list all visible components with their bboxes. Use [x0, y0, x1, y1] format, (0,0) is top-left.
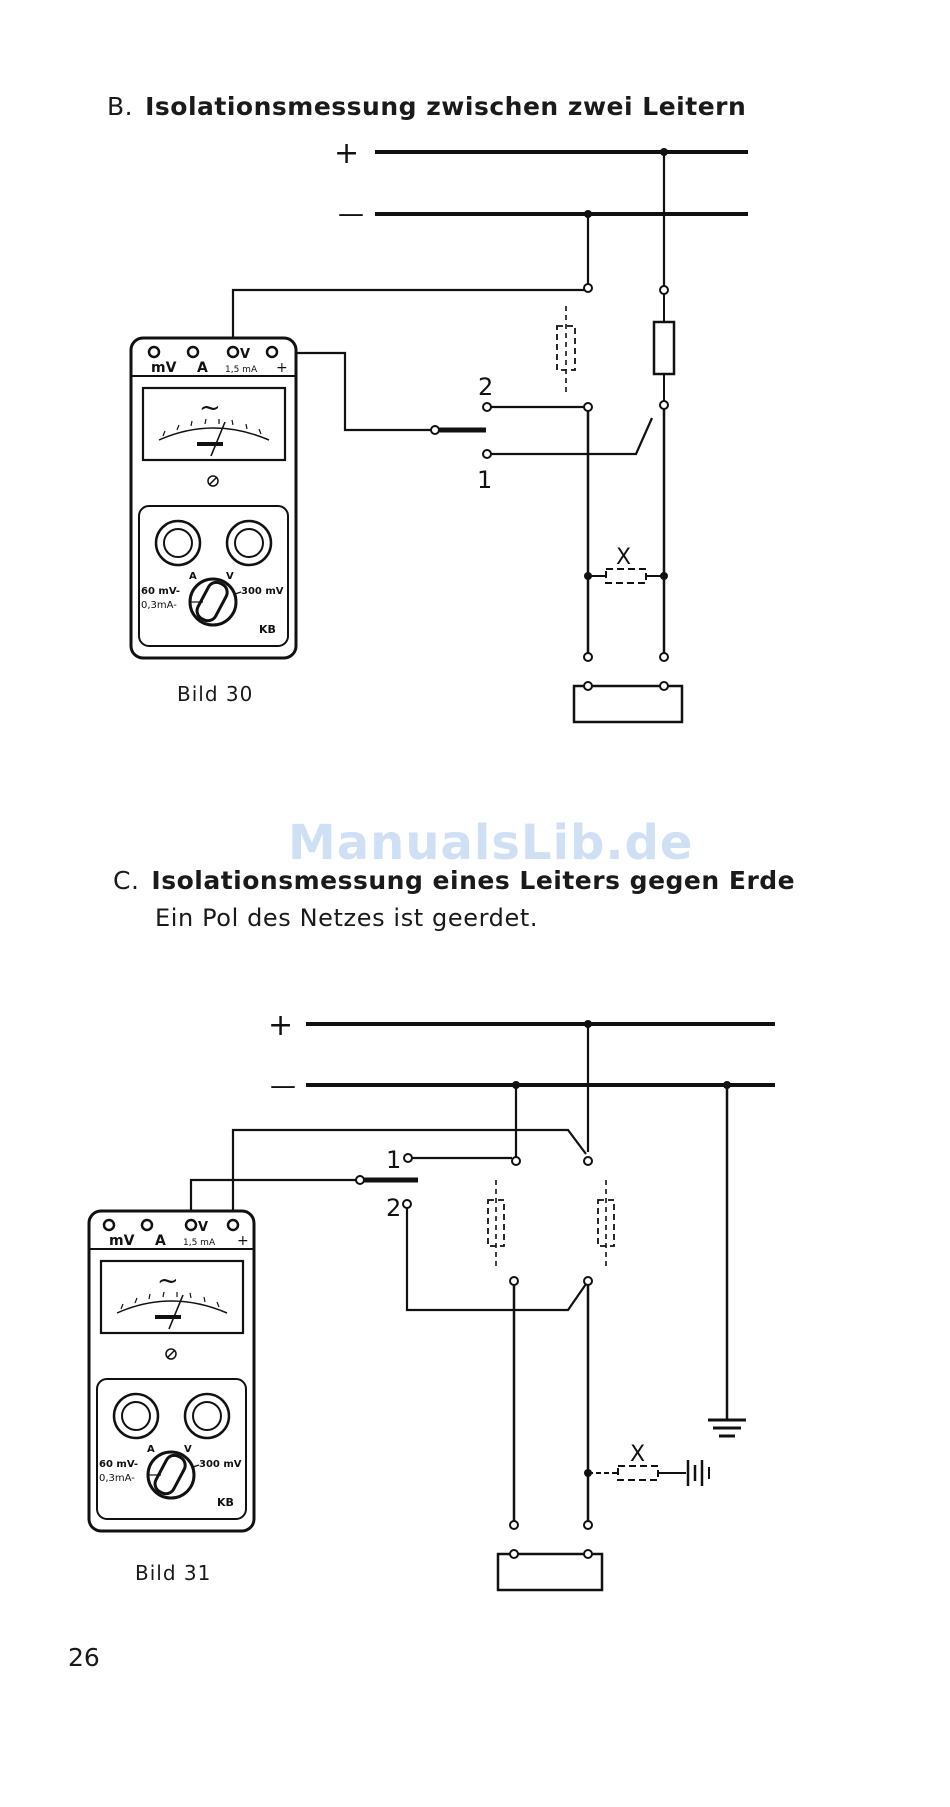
fig31-minus-label: —: [270, 1071, 296, 1101]
fig30-ac-symbol: ~: [199, 393, 221, 423]
fig31-range-left-2: 0,3mA-: [99, 1473, 135, 1484]
fig31-load: [498, 1554, 602, 1590]
fig31-ac-symbol: ~: [157, 1266, 179, 1296]
fig31-terminal-a: A: [155, 1233, 166, 1249]
fig30-multimeter: mV A V 1,5 mA + ~ A V 60 mV- 0,3mA- 300 …: [131, 338, 296, 658]
fig30-switch-pos-2: 2: [478, 373, 493, 401]
fig30-terminal-v: V: [240, 347, 250, 362]
figure-31: + — 1 2: [89, 1008, 775, 1590]
fig30-range-left-2: 0,3mA-: [141, 600, 177, 611]
fig30-resistance-label: X: [616, 545, 631, 570]
fig31-terminal-plus: +: [237, 1233, 249, 1249]
fig30-switch-pos-1: 1: [477, 466, 492, 494]
fig31-range-left-1: 60 mV-: [99, 1459, 138, 1470]
fig30-minus-label: —: [338, 199, 364, 229]
fig31-socket-a: A: [147, 1444, 155, 1455]
fig31-terminal-mv: mV: [109, 1233, 135, 1249]
fig30-socket-v: V: [226, 571, 234, 582]
fig31-range-right: 300 mV: [199, 1459, 242, 1470]
fig30-terminal-range: 1,5 mA: [225, 365, 258, 375]
fig30-plus-label: +: [334, 136, 359, 171]
fig31-plus-label: +: [268, 1008, 293, 1043]
fig31-multimeter: mV A V 1,5 mA + ~ A V 60 mV- 0,3mA- 300 …: [89, 1211, 254, 1531]
fig31-switch-pos-2: 2: [386, 1194, 401, 1222]
fig31-resistance-label: X: [630, 1442, 645, 1467]
fig30-terminal-plus: +: [276, 360, 288, 376]
fig30-load: [574, 686, 682, 722]
figure-30: + — 2 1 X: [131, 136, 748, 722]
fig30-socket-a: A: [189, 571, 197, 582]
fig31-brand: KB: [217, 1496, 234, 1509]
fig30-range-right: 300 mV: [241, 586, 284, 597]
fig31-switch-pos-1: 1: [386, 1146, 401, 1174]
fig30-range-left-1: 60 mV-: [141, 586, 180, 597]
fig30-terminal-mv: mV: [151, 360, 177, 376]
fig31-terminal-range: 1,5 mA: [183, 1238, 216, 1248]
fig30-brand: KB: [259, 623, 276, 636]
fig30-terminal-a: A: [197, 360, 208, 376]
fig31-socket-v: V: [184, 1444, 192, 1455]
fig31-terminal-v: V: [198, 1220, 208, 1235]
